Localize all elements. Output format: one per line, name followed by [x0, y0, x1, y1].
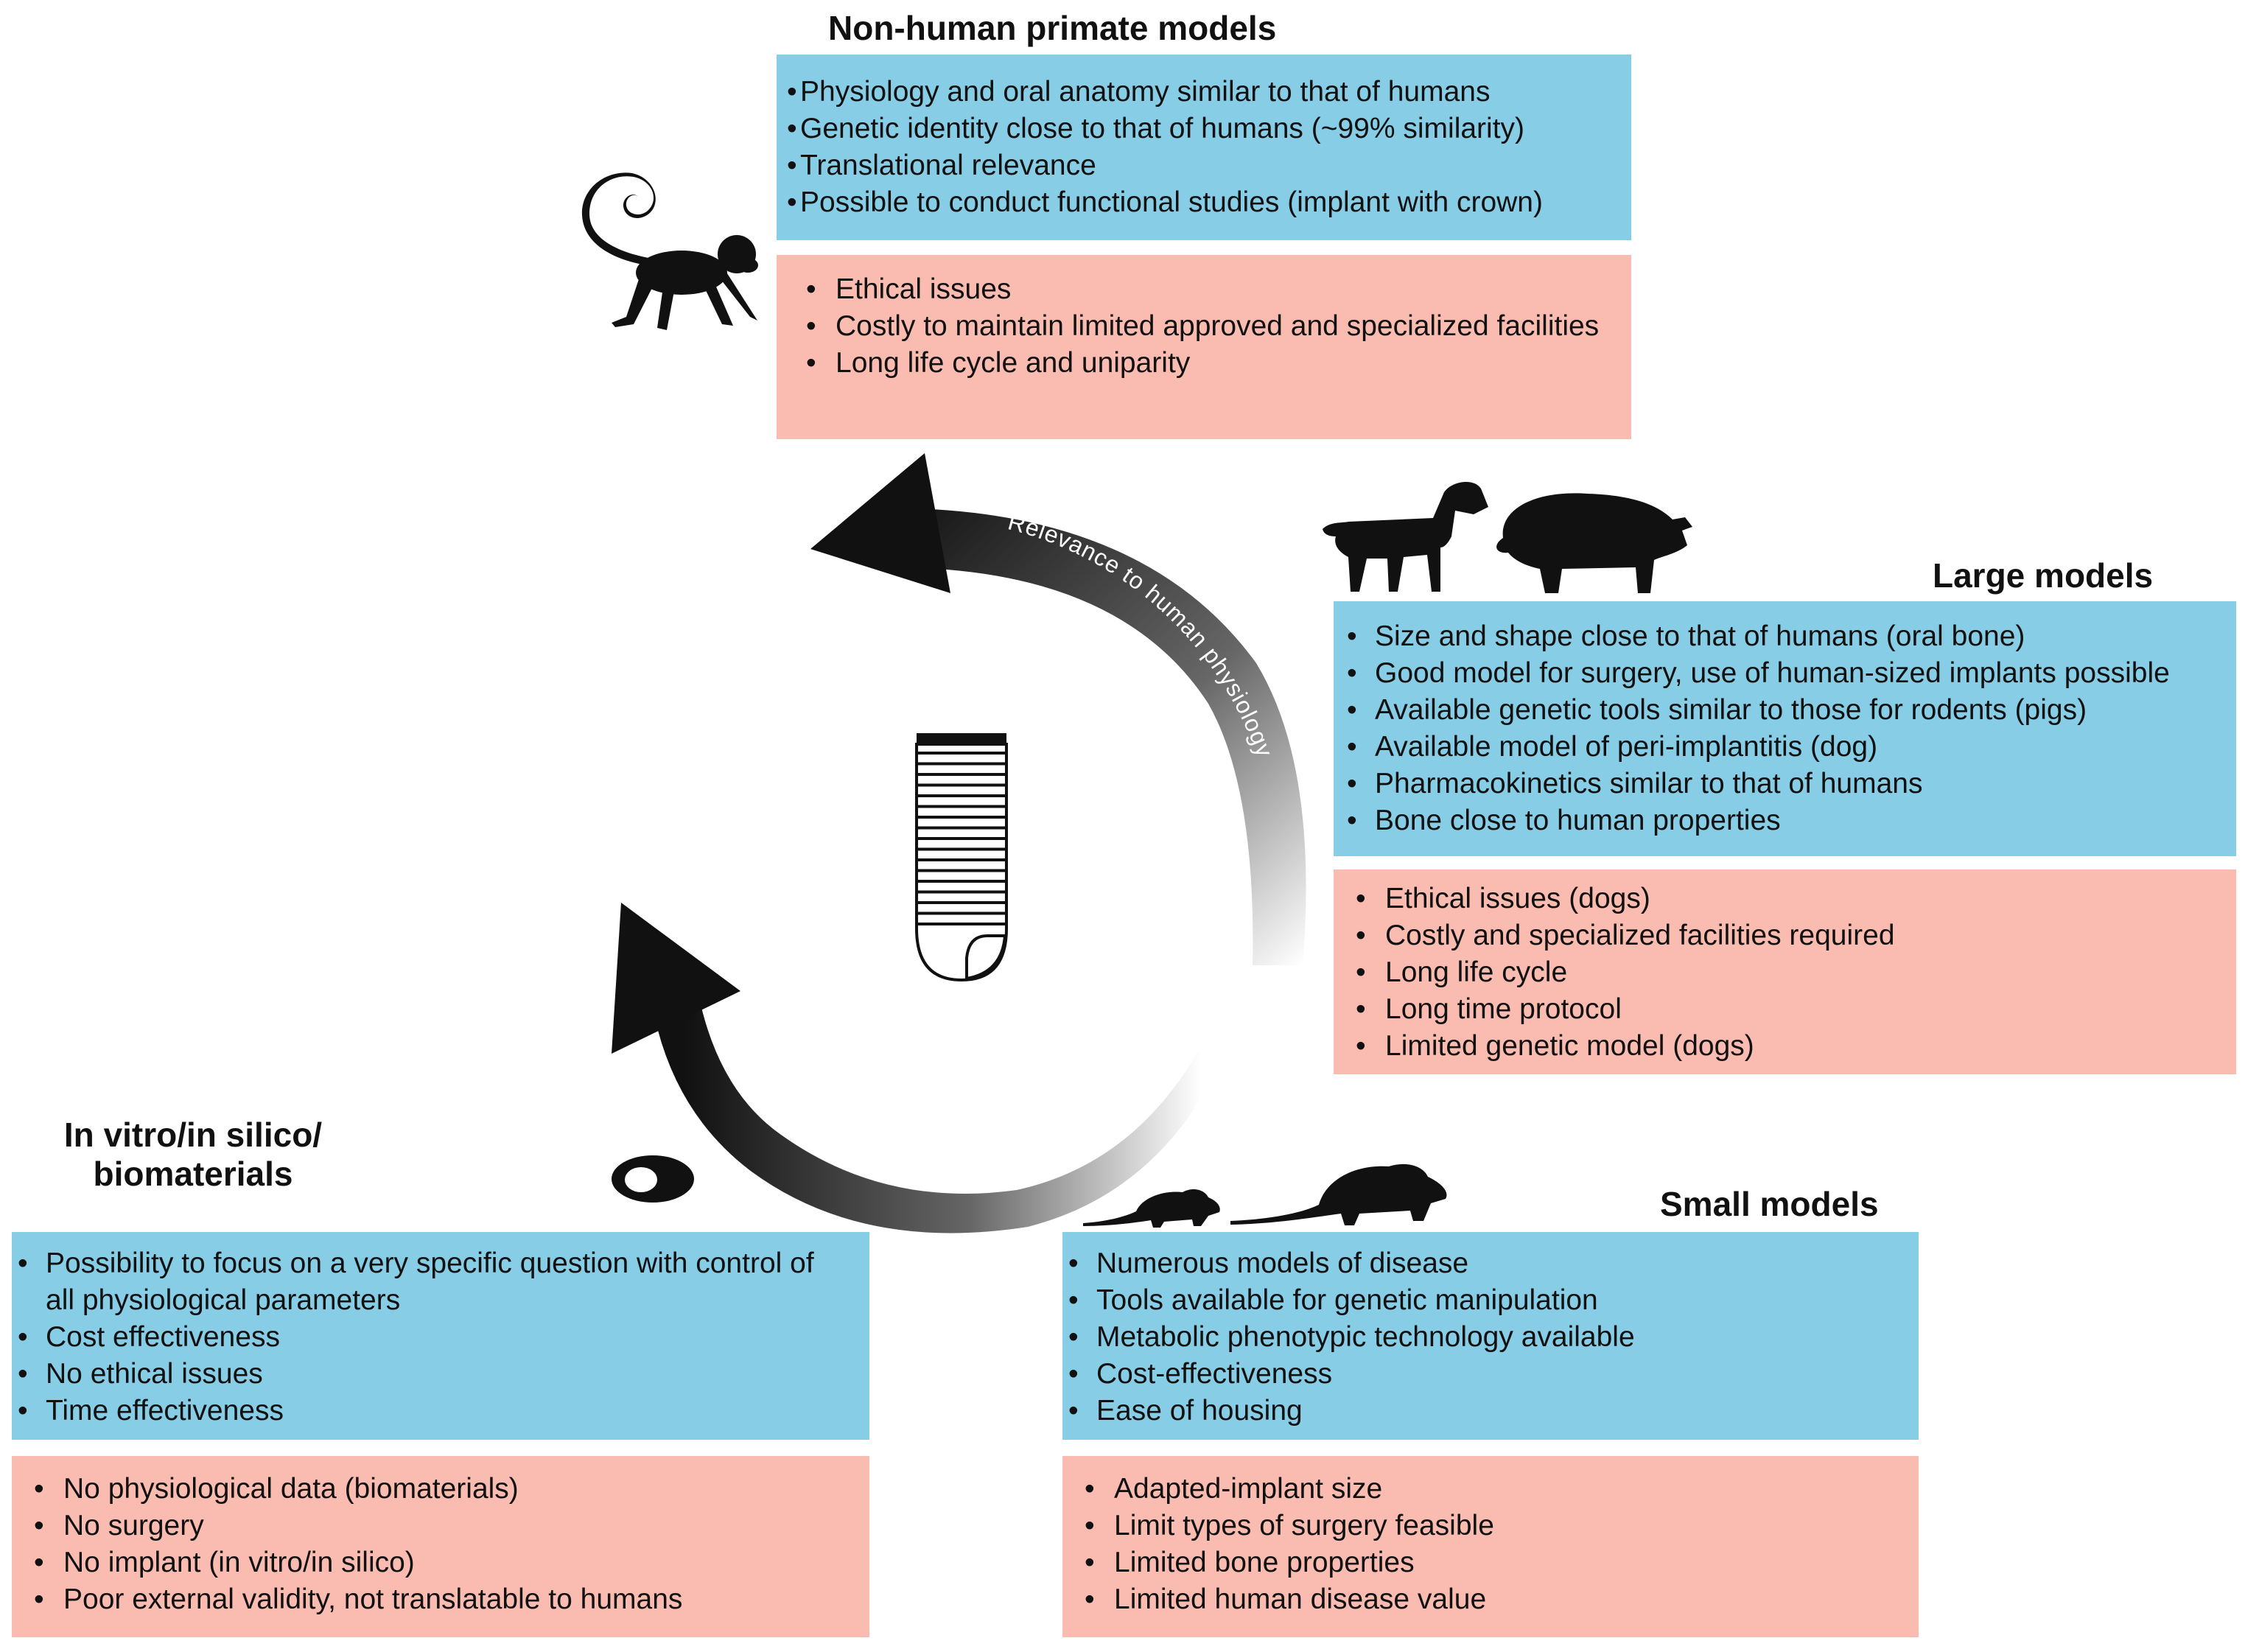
mouse-icon [1083, 1189, 1220, 1228]
list-item: Bone close to human properties [1341, 802, 2229, 839]
list-item: Possible to conduct functional studies (… [784, 184, 1624, 221]
list-item: Tools available for genetic manipulation [1062, 1282, 1911, 1319]
list-item: Long life cycle [1334, 954, 2229, 991]
list-item: Adapted-implant size [1062, 1471, 1911, 1508]
list-item: Metabolic phenotypic technology availabl… [1062, 1319, 1911, 1356]
list-item: Available model of peri-implantitis (dog… [1341, 729, 2229, 766]
invitro-pros-list: Possibility to focus on a very specific … [12, 1245, 855, 1429]
invitro-cons-list: No physiological data (biomaterials) No … [12, 1471, 862, 1618]
list-item: Limit types of surgery feasible [1062, 1508, 1911, 1544]
nhp-title: Non-human primate models [828, 9, 1277, 47]
list-item: Time effectiveness [12, 1393, 855, 1429]
large-title: Large models [1933, 556, 2154, 595]
list-item: No implant (in vitro/in silico) [12, 1544, 862, 1581]
nhp-cons-box: Ethical issues Costly to maintain limite… [777, 255, 1631, 439]
nhp-cons-list: Ethical issues Costly to maintain limite… [784, 271, 1602, 382]
list-item: Ethical issues (dogs) [1334, 881, 2229, 917]
list-item: Long life cycle and uniparity [784, 345, 1602, 382]
invitro-title-line2: biomaterials [93, 1154, 293, 1193]
list-item: Size and shape close to that of humans (… [1341, 618, 2229, 655]
dental-implant-icon [915, 733, 1008, 982]
small-pros-list: Numerous models of disease Tools availab… [1062, 1245, 1911, 1429]
list-item: Costly to maintain limited approved and … [784, 308, 1602, 345]
list-item: No ethical issues [12, 1356, 855, 1393]
list-item: Physiology and oral anatomy similar to t… [784, 74, 1624, 111]
list-item: Limited bone properties [1062, 1544, 1911, 1581]
cell-icon [612, 1155, 694, 1203]
small-cons-list: Adapted-implant size Limit types of surg… [1062, 1471, 1911, 1618]
large-pros-box: Size and shape close to that of humans (… [1334, 601, 2236, 856]
list-item: Pharmacokinetics similar to that of huma… [1341, 766, 2229, 802]
list-item: Poor external validity, not translatable… [12, 1581, 862, 1618]
nhp-pros-box: Physiology and oral anatomy similar to t… [777, 55, 1631, 240]
dog-icon [1323, 481, 1488, 592]
list-item: No surgery [12, 1508, 862, 1544]
small-pros-box: Numerous models of disease Tools availab… [1062, 1232, 1919, 1440]
throughput-arrowhead [612, 903, 740, 1054]
list-item: Good model for surgery, use of human-siz… [1341, 655, 2229, 692]
list-item: Costly and specialized facilities requir… [1334, 917, 2229, 954]
list-item: Long time protocol [1334, 991, 2229, 1028]
rat-icon [1230, 1163, 1447, 1225]
small-cons-box: Adapted-implant size Limit types of surg… [1062, 1456, 1919, 1637]
small-title: Small models [1660, 1185, 1879, 1223]
invitro-title: In vitro/in silico/ biomaterials [46, 1116, 340, 1194]
pig-icon [1496, 493, 1692, 593]
nhp-pros-list: Physiology and oral anatomy similar to t… [784, 74, 1624, 221]
list-item: Possibility to focus on a very specific … [12, 1245, 855, 1319]
list-item: Ethical issues [784, 271, 1602, 308]
list-item: Limited genetic model (dogs) [1334, 1028, 2229, 1065]
relevance-arrowhead [810, 453, 950, 593]
list-item: Limited human disease value [1062, 1581, 1911, 1618]
list-item: Cost effectiveness [12, 1319, 855, 1356]
relevance-arrow: Relevance to human physiology [810, 453, 1306, 965]
large-pros-list: Size and shape close to that of humans (… [1341, 618, 2229, 839]
invitro-title-line1: In vitro/in silico/ [63, 1116, 323, 1154]
list-item: Numerous models of disease [1062, 1245, 1911, 1282]
invitro-cons-box: No physiological data (biomaterials) No … [12, 1456, 869, 1637]
throughput-arrow-body [648, 958, 1219, 1233]
list-item: Available genetic tools similar to those… [1341, 692, 2229, 729]
list-item: Genetic identity close to that of humans… [784, 111, 1624, 147]
list-item: Ease of housing [1062, 1393, 1911, 1429]
list-item: Cost-effectiveness [1062, 1356, 1911, 1393]
list-item: No physiological data (biomaterials) [12, 1471, 862, 1508]
large-cons-list: Ethical issues (dogs) Costly and special… [1334, 881, 2229, 1065]
invitro-pros-box: Possibility to focus on a very specific … [12, 1232, 869, 1440]
large-cons-box: Ethical issues (dogs) Costly and special… [1334, 869, 2236, 1074]
monkey-icon [581, 172, 758, 330]
list-item: Translational relevance [784, 147, 1624, 184]
relevance-arrow-body [892, 508, 1306, 965]
